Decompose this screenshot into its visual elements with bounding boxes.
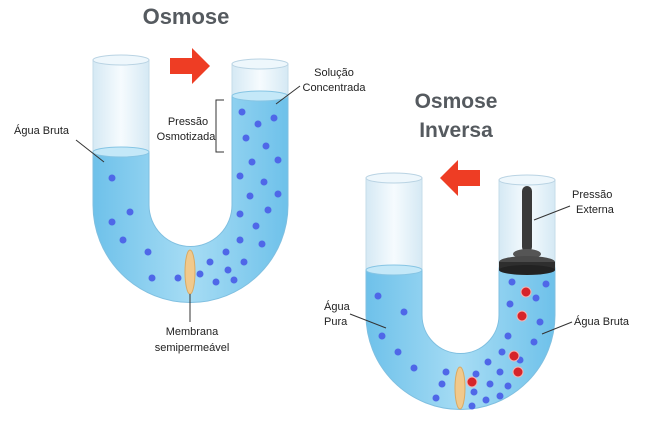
left-tube-rim <box>92 54 150 66</box>
osmose-title: Osmose <box>143 4 230 29</box>
left-tube-glass <box>92 59 150 153</box>
left-arrow-icon <box>440 160 480 196</box>
inversa-left-label-1: Água <box>324 300 351 313</box>
inversa-title-2: Inversa <box>419 119 493 142</box>
pressure-osmotizada-label-1: Pressão <box>168 116 208 128</box>
inversa-right-label: Água Bruta <box>574 315 630 328</box>
pressure-externa-label-1: Pressão <box>572 189 612 201</box>
inversa-membrane <box>454 366 466 410</box>
inversa-panel: Osmose Inversa <box>324 90 630 410</box>
inversa-left-tube-glass <box>365 177 423 271</box>
membrane-label-1: Membrana <box>166 326 219 338</box>
osmose-left-pointer <box>75 139 105 163</box>
inversa-left-tube-rim <box>365 172 423 184</box>
piston <box>499 186 555 275</box>
left-water-surface <box>92 146 150 158</box>
inversa-red-molecules <box>466 286 532 388</box>
inversa-title-1: Osmose <box>415 90 498 113</box>
right-tube-rim <box>231 58 289 70</box>
piston-rod <box>522 186 532 252</box>
piston-head-bottom <box>499 265 555 275</box>
pressure-bracket <box>215 99 224 153</box>
osmose-panel: Osmose Pressão Osmo <box>14 4 366 354</box>
inversa-left-pointer <box>349 313 387 329</box>
pressure-externa-label-2: Externa <box>576 204 615 216</box>
membrane-label-2: semipermeável <box>155 342 230 354</box>
inversa-blue-molecules <box>374 278 550 410</box>
inversa-right-tube-rim <box>498 174 556 186</box>
inversa-left-water-surface <box>365 264 423 276</box>
osmose-right-pointer <box>275 85 301 105</box>
osmose-right-label-1: Solução <box>314 67 354 79</box>
pressure-osmotizada-label-2: Osmotizada <box>157 131 217 143</box>
pressure-externa-pointer <box>533 205 571 221</box>
osmose-left-label: Água Bruta <box>14 124 70 137</box>
inversa-right-pointer <box>541 321 573 335</box>
right-arrow-icon <box>170 48 210 84</box>
osmose-right-label-2: Concentrada <box>303 82 367 94</box>
right-water-surface <box>231 90 289 102</box>
inversa-left-label-2: Pura <box>324 316 348 328</box>
osmose-water <box>92 95 289 303</box>
osmose-molecules <box>108 108 282 286</box>
osmose-membrane <box>184 249 196 295</box>
